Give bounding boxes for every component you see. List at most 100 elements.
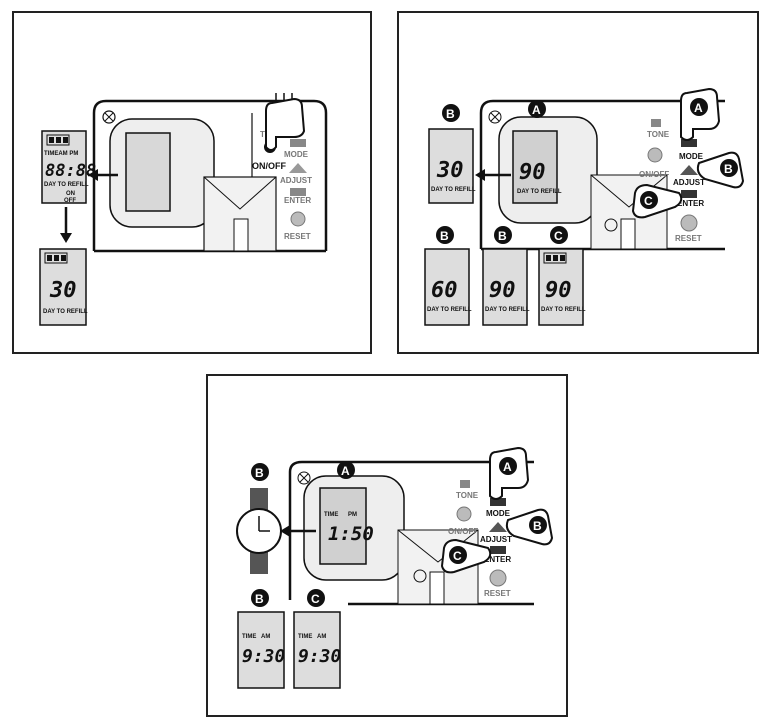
device-body: TIME PM 1:50	[288, 460, 534, 606]
enter-button[interactable]	[290, 188, 306, 196]
hand-b-icon: B	[696, 151, 745, 189]
svg-text:C: C	[453, 549, 462, 563]
day-to-refill-label: DAY TO REFILL	[43, 309, 88, 315]
lcd-b3-value: 90	[489, 278, 516, 303]
panel-refill-setting-drawing: 90 DAY TO REFILL A TONE ON/OFF MODE ADJU…	[424, 87, 745, 326]
enter-button[interactable]	[681, 190, 697, 198]
control-panel: TONE ON/OFF MODE ADJUST ENTER RESET	[448, 480, 512, 598]
adjust-label: ADJUST	[673, 178, 705, 187]
hand-b-icon: B	[505, 508, 554, 546]
battery-icon	[46, 134, 70, 146]
am-label: AM	[317, 634, 326, 640]
svg-text:B: B	[440, 229, 449, 243]
mode-button[interactable]	[681, 139, 697, 147]
badge-c-lcd: C	[307, 589, 325, 607]
on-label: ON	[66, 191, 75, 197]
lcd-blank-digits: 88:88	[45, 161, 96, 181]
panel-power-on-drawing: TONE MODE ADJUST ENTER RESET ON/OFF TIME…	[39, 93, 328, 326]
lcd-c-value: 90	[545, 278, 572, 303]
svg-text:B: B	[724, 162, 733, 176]
svg-text:C: C	[644, 194, 653, 208]
lcd-after: 30 DAY TO REFILL	[39, 248, 88, 326]
enter-label: ENTER	[484, 555, 511, 564]
svg-text:B: B	[498, 229, 507, 243]
svg-text:C: C	[311, 592, 320, 606]
svg-text:A: A	[694, 101, 703, 115]
day-to-refill-label: DAY TO REFILL	[44, 182, 89, 188]
pm-label: PM	[348, 512, 357, 518]
time-label: TIME	[324, 512, 338, 518]
lcd-b2-value: 60	[431, 278, 458, 303]
day-to-refill-label: DAY TO REFILL	[485, 307, 530, 313]
hand-a-icon: A	[680, 87, 721, 141]
lcd-b: TIME AM 9:30	[237, 611, 286, 689]
lcd-b-value: 9:30	[242, 646, 286, 667]
reset-button[interactable]	[489, 569, 507, 587]
lcd-initial: TIMEAM PM 88:88 DAY TO REFILL ON OFF	[41, 130, 96, 204]
lcd-refill-days: 30	[49, 278, 77, 303]
time-am-pm-label: TIMEAM PM	[44, 151, 78, 157]
badge-b2: B	[436, 226, 454, 244]
svg-text:A: A	[341, 464, 350, 478]
tone-label: TONE	[456, 491, 479, 500]
badge-b-clock: B	[251, 463, 269, 481]
time-label: TIME	[242, 634, 256, 640]
battery-icon	[44, 252, 68, 264]
reset-button[interactable]	[680, 214, 698, 232]
day-to-refill-label: DAY TO REFILL	[541, 307, 586, 313]
svg-text:A: A	[532, 103, 541, 117]
adjust-button[interactable]	[289, 163, 307, 173]
lcd-b2: 60 DAY TO REFILL	[424, 248, 472, 326]
badge-b1: B	[442, 104, 460, 122]
svg-text:B: B	[533, 519, 542, 533]
control-panel: TONE ON/OFF MODE ADJUST ENTER RESET	[639, 119, 705, 243]
mode-button[interactable]	[490, 498, 506, 506]
enter-label: ENTER	[677, 199, 704, 208]
mode-button[interactable]	[290, 139, 306, 147]
on-off-label: ON/OFF	[448, 527, 478, 536]
day-to-refill-label: DAY TO REFILL	[427, 307, 472, 313]
pointing-hand-icon	[265, 93, 306, 151]
on-off-label: ON/OFF	[639, 170, 669, 179]
reset-label: RESET	[675, 234, 702, 243]
hand-c-icon: C	[631, 183, 683, 219]
svg-text:C: C	[554, 229, 563, 243]
day-to-refill-label: DAY TO REFILL	[517, 189, 562, 195]
clock-icon	[236, 488, 282, 574]
lcd-b3: 90 DAY TO REFILL	[482, 248, 530, 326]
lcd-b1: 30 DAY TO REFILL	[428, 128, 476, 204]
lcd-c: TIME AM 9:30	[293, 611, 342, 689]
panel-refill-setting: 90 DAY TO REFILL A TONE ON/OFF MODE ADJU…	[397, 11, 759, 354]
svg-text:B: B	[446, 107, 455, 121]
badge-a-display: A	[528, 100, 546, 118]
adjust-button[interactable]	[680, 165, 698, 175]
battery-icon	[543, 252, 567, 264]
time-label: TIME	[298, 634, 312, 640]
reset-label: RESET	[484, 589, 511, 598]
svg-text:A: A	[503, 460, 512, 474]
am-label: AM	[261, 634, 270, 640]
badge-c: C	[550, 226, 568, 244]
adjust-label: ADJUST	[480, 535, 512, 544]
adjust-button[interactable]	[489, 522, 507, 532]
panel-clock-setting: TIME PM 1:50 A TONE ON/OFF MODE ADJUST E…	[206, 374, 568, 717]
enter-label: ENTER	[284, 196, 311, 205]
off-label: OFF	[64, 198, 76, 204]
badge-a-display: A	[337, 461, 355, 479]
svg-text:B: B	[255, 592, 264, 606]
svg-text:B: B	[255, 466, 264, 480]
badge-b-lcd: B	[251, 589, 269, 607]
device-body: 90 DAY TO REFILL	[479, 99, 725, 251]
mode-label: MODE	[486, 509, 511, 518]
mode-label: MODE	[284, 150, 309, 159]
panel-clock-setting-drawing: TIME PM 1:50 A TONE ON/OFF MODE ADJUST E…	[236, 446, 554, 689]
main-display-value: 90	[519, 160, 546, 185]
mode-label: MODE	[679, 152, 704, 161]
lcd-c: 90 DAY TO REFILL	[538, 248, 586, 326]
reset-button[interactable]	[290, 211, 306, 227]
on-off-button[interactable]	[456, 506, 472, 522]
tone-label: TONE	[647, 130, 670, 139]
on-off-button[interactable]	[647, 147, 663, 163]
enter-button[interactable]	[490, 546, 506, 554]
hand-a-icon: A	[489, 446, 530, 500]
